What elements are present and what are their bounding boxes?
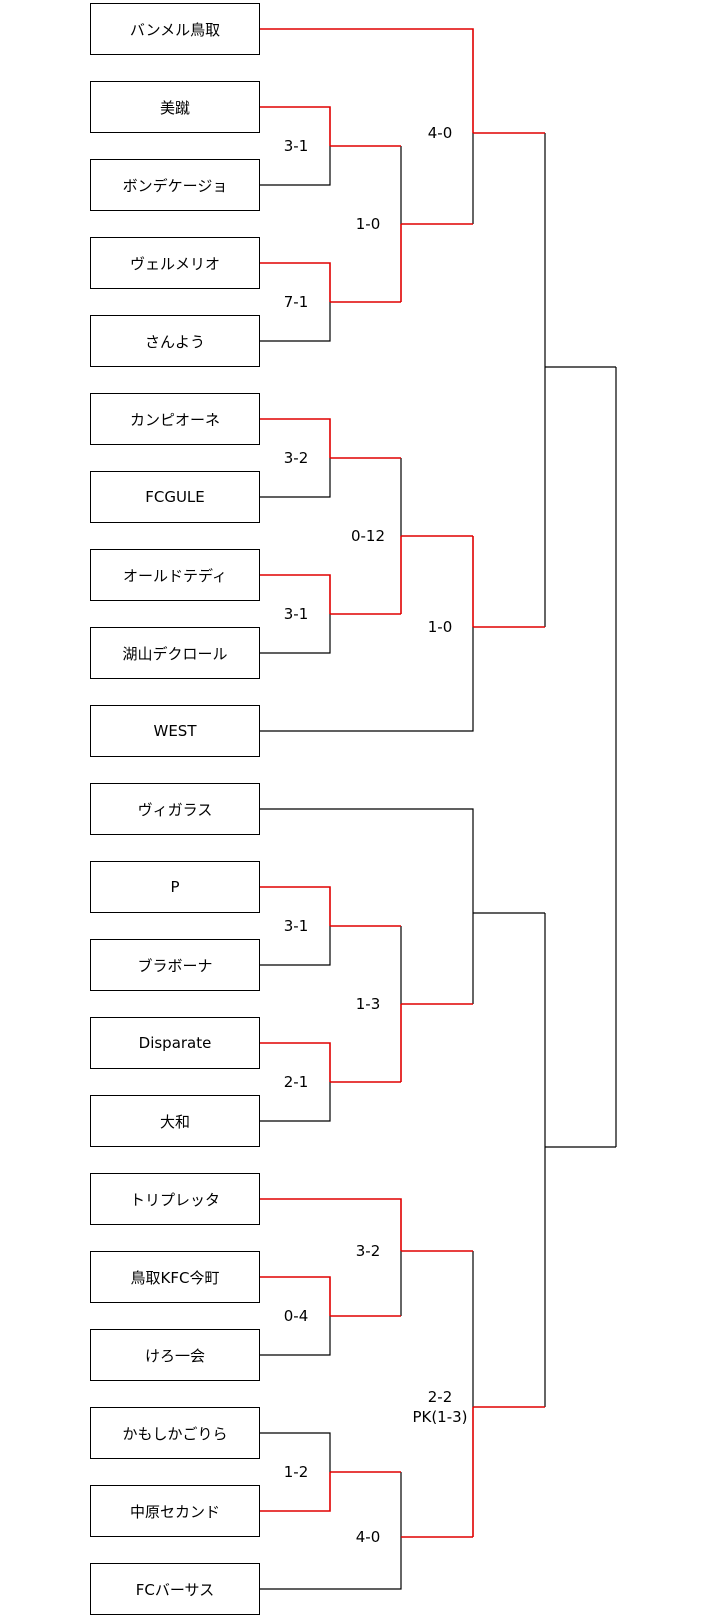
match-score: 3-1	[283, 137, 309, 155]
match-score: 2-2	[427, 1388, 453, 1406]
bracket-connector	[260, 418, 331, 458]
bracket-connector	[260, 1537, 402, 1590]
match-score: 3-2	[355, 1242, 381, 1260]
match-score: 1-0	[355, 215, 381, 233]
bracket-connector	[260, 458, 331, 498]
match-score: 0-4	[283, 1307, 309, 1325]
bracket-connector	[260, 574, 331, 614]
team-box: FCバーサス	[90, 1563, 260, 1615]
team-box: WEST	[90, 705, 260, 757]
team-box: バンメル鳥取	[90, 3, 260, 55]
match-score: 4-0	[355, 1528, 381, 1546]
team-box: FCGULE	[90, 471, 260, 523]
bracket-connector	[260, 926, 331, 966]
match-score: 1-2	[283, 1463, 309, 1481]
bracket-connector	[260, 1276, 331, 1316]
team-box: カンピオーネ	[90, 393, 260, 445]
bracket-connector	[260, 106, 331, 146]
match-score-pk: PK(1-3)	[412, 1408, 468, 1426]
match-score: 1-0	[427, 618, 453, 636]
match-score: 7-1	[283, 293, 309, 311]
match-score: 3-1	[283, 605, 309, 623]
match-score: 3-1	[283, 917, 309, 935]
team-box: Disparate	[90, 1017, 260, 1069]
match-score: 4-0	[427, 124, 453, 142]
team-box: オールドテディ	[90, 549, 260, 601]
team-box: かもしかごりら	[90, 1407, 260, 1459]
team-box: ヴィガラス	[90, 783, 260, 835]
team-box: 大和	[90, 1095, 260, 1147]
bracket-connector	[260, 302, 331, 342]
bracket-connector	[260, 808, 474, 913]
team-box: 中原セカンド	[90, 1485, 260, 1537]
match-score: 0-12	[350, 527, 386, 545]
match-score: 1-3	[355, 995, 381, 1013]
bracket-connector	[260, 28, 474, 133]
bracket-connector	[260, 1472, 331, 1512]
bracket-connector	[260, 614, 331, 654]
match-score: 3-2	[283, 449, 309, 467]
team-box: 湖山デクロール	[90, 627, 260, 679]
team-box: さんよう	[90, 315, 260, 367]
team-box: ブラボーナ	[90, 939, 260, 991]
bracket-connector	[260, 1082, 331, 1122]
team-box: P	[90, 861, 260, 913]
bracket-connector	[260, 1316, 331, 1356]
bracket-connector	[260, 627, 474, 732]
team-box: トリプレッタ	[90, 1173, 260, 1225]
team-box: ヴェルメリオ	[90, 237, 260, 289]
winner-path-lines	[260, 28, 545, 1538]
bracket-connector	[260, 1042, 331, 1082]
bracket-connector	[260, 146, 331, 186]
team-box: 美蹴	[90, 81, 260, 133]
bracket-connector	[260, 1432, 331, 1472]
bracket-connector	[260, 1198, 402, 1251]
loser-path-lines	[260, 133, 617, 1590]
team-box: ボンデケージョ	[90, 159, 260, 211]
bracket-connector	[260, 886, 331, 926]
bracket-connector	[260, 262, 331, 302]
team-box: けろ一会	[90, 1329, 260, 1381]
match-score: 2-1	[283, 1073, 309, 1091]
team-box: 鳥取KFC今町	[90, 1251, 260, 1303]
